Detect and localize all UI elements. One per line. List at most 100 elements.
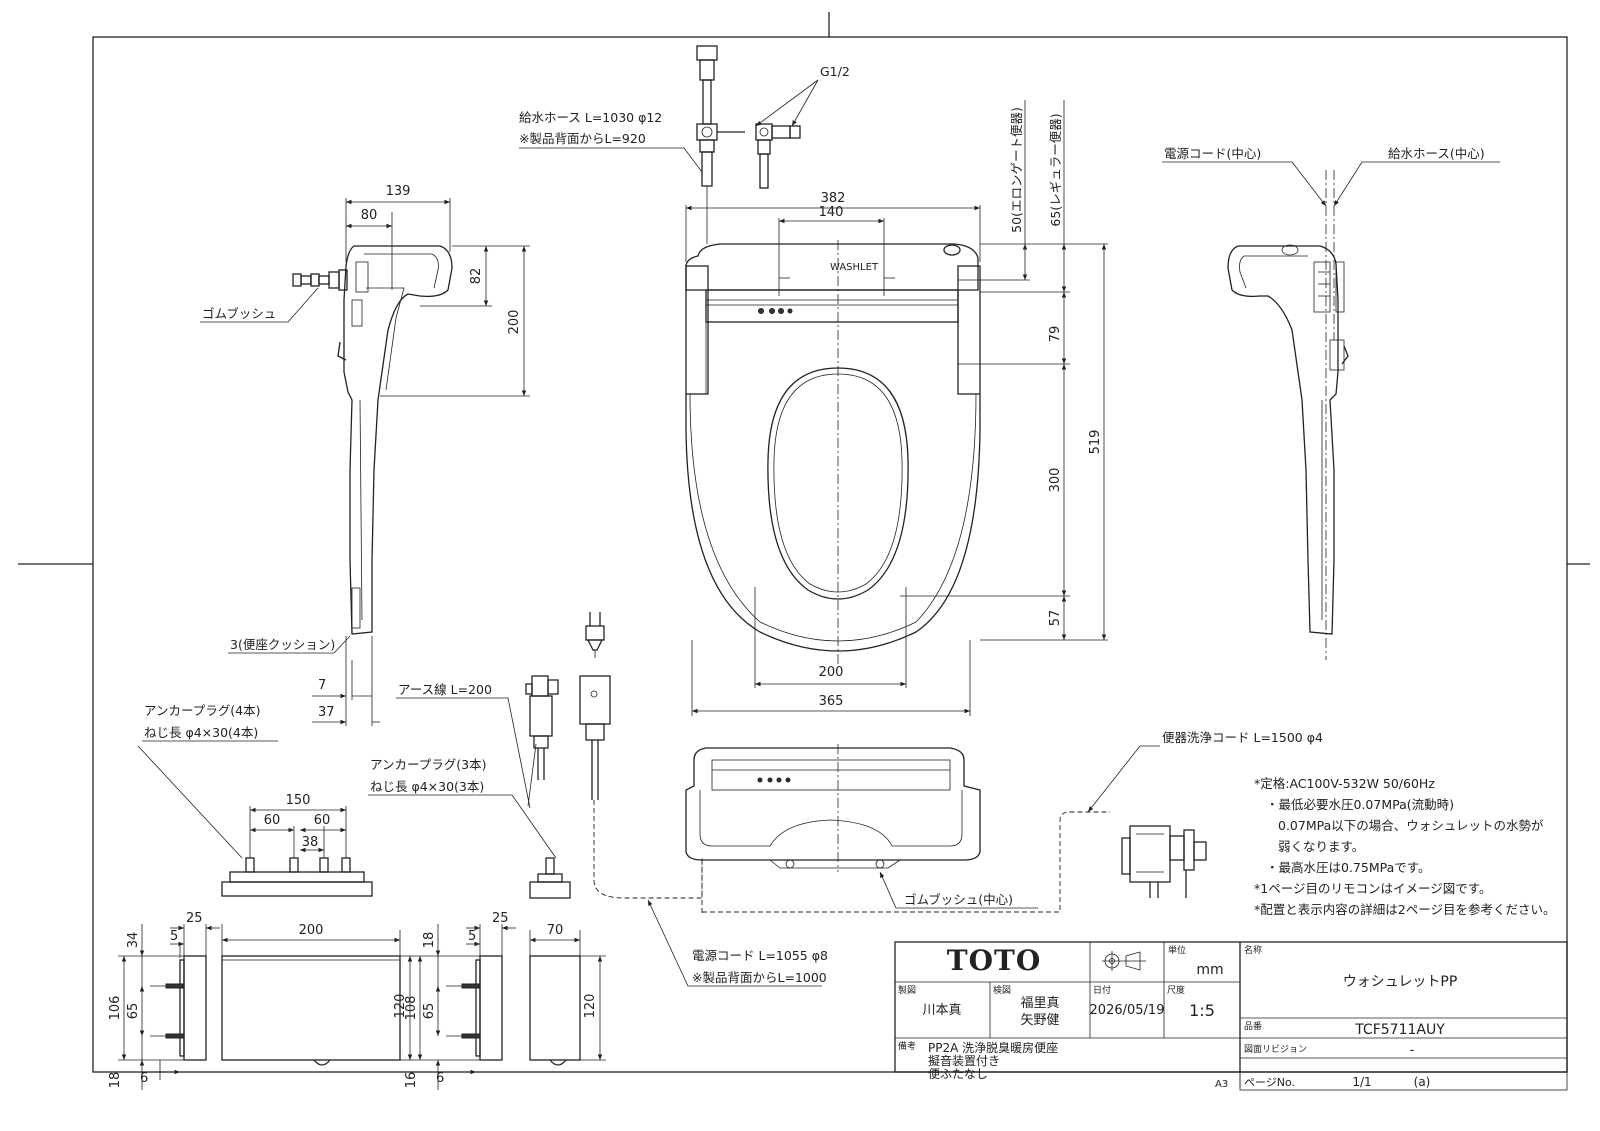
dim-65-b: 65 — [422, 1003, 437, 1020]
dim-16: 16 — [404, 1072, 419, 1089]
spec-note: *1ページ目のリモコンはイメージ図です。 — [1254, 881, 1491, 896]
label-anchor4-a: アンカープラグ(4本) — [144, 703, 260, 718]
spec-notes: *定格:AC100V-532W 50/60Hz ・最低必要水圧0.07MPa(流… — [1254, 776, 1555, 917]
label-elongated: 50(エロンゲート便器) — [1009, 107, 1024, 233]
page-value: 1/1 — [1352, 1075, 1371, 1089]
page-number-box — [1239, 1071, 1568, 1091]
label-rubber-bush-center: ゴムブッシュ(中心) — [904, 892, 1013, 907]
remarks-line-2: 擬音装置付き — [928, 1053, 1000, 1068]
remote-button — [769, 308, 775, 314]
dim-65-a: 65 — [126, 1003, 141, 1020]
label-anchor4-b: ねじ長 φ4×30(4本) — [144, 725, 258, 740]
product-name: ウォシュレットPP — [1343, 974, 1458, 990]
date-label: 日付 — [1093, 985, 1111, 996]
dim-5-b: 5 — [468, 929, 476, 944]
power-plugs: アース線 L=200 — [396, 612, 703, 899]
rubber-bush-fitting — [292, 269, 348, 291]
dim-25-b: 25 — [492, 911, 509, 926]
rear-view-seat: ゴムブッシュ(中心) — [685, 744, 1110, 916]
label-supply-hose: 給水ホース L=1030 φ12 — [519, 110, 662, 125]
washlet-logo: WASHLET — [830, 262, 879, 273]
spec-note: ・最高水圧は0.75MPaです。 — [1266, 860, 1431, 875]
front-view-seat: WASHLET — [685, 240, 981, 665]
checked-by-1: 福里真 — [1020, 996, 1059, 1011]
power-cord-callout: 電源コード L=1055 φ8 ※製品背面からL=1000 — [647, 899, 828, 987]
label-cushion: 3(便座クッション) — [230, 637, 335, 652]
dim-18-a: 18 — [108, 1072, 123, 1089]
title-block: TOTO 単位 mm 名称 ウォシュレットPP 製図 川本真 検図 福里真 矢野… — [894, 941, 1568, 1091]
supply-hose-callout: 給水ホース L=1030 φ12 ※製品背面からL=920 G1/2 — [519, 64, 850, 173]
remote-bracket-b: 25 5 70 108 18 65 16 6 120 — [404, 911, 606, 1090]
name-label: 名称 — [1244, 944, 1262, 956]
remote-button — [787, 308, 793, 314]
label-anchor3-b: ねじ長 φ4×30(3本) — [370, 779, 484, 794]
dim-200-bracket: 200 — [299, 923, 324, 938]
dim-200-side: 200 — [507, 310, 522, 335]
dim-60-b: 60 — [314, 813, 331, 828]
dim-70: 70 — [547, 923, 564, 938]
remarks-line-1: PP2A 洗浄脱臭暖房便座 — [928, 1040, 1058, 1055]
dim-57: 57 — [1048, 610, 1063, 627]
remarks-label: 備考 — [898, 1040, 916, 1052]
label-regular: 65(レギュラー便器) — [1048, 113, 1063, 226]
dim-6-a: 6 — [140, 1071, 148, 1086]
label-power-cord: 電源コード L=1055 φ8 — [692, 948, 828, 963]
label-hose-center: 給水ホース(中心) — [1388, 146, 1485, 161]
right-side-view: 電源コード(中心) 給水ホース(中心) — [1162, 146, 1500, 660]
checked-by-2: 矢野健 — [1020, 1013, 1059, 1028]
remarks-line-3: 便ふたなし — [928, 1067, 988, 1081]
drawn-label: 製図 — [898, 984, 916, 996]
label-power-cord-note: ※製品背面からL=1000 — [692, 970, 827, 985]
unit-value: mm — [1196, 962, 1223, 978]
remote-button — [776, 777, 782, 783]
checked-label: 検図 — [993, 984, 1011, 996]
dim-108: 108 — [404, 996, 419, 1021]
spec-note: 弱くなります。 — [1278, 839, 1364, 854]
remote-button — [778, 308, 784, 314]
projection-symbol-icon — [1102, 951, 1146, 971]
drawn-by: 川本真 — [922, 1003, 961, 1018]
date-value: 2026/05/19 — [1090, 1003, 1165, 1018]
sheet-frame — [18, 12, 1590, 1073]
remote-button — [767, 777, 773, 783]
dim-38: 38 — [302, 835, 319, 850]
label-flush-cord: 便器洗浄コード L=1500 φ4 — [1162, 730, 1323, 745]
dim-106: 106 — [108, 996, 123, 1021]
toto-logo: TOTO — [947, 944, 1041, 977]
dim-7: 7 — [318, 678, 326, 693]
flush-valve: 便器洗浄コード L=1500 φ4 — [1087, 730, 1323, 898]
unit-label: 単位 — [1168, 944, 1186, 956]
dim-200-seat: 200 — [819, 665, 844, 680]
dim-6-b: 6 — [436, 1071, 444, 1086]
dim-60-a: 60 — [264, 813, 281, 828]
dim-120-a: 120 — [393, 994, 408, 1019]
dim-34: 34 — [126, 932, 141, 949]
dim-365: 365 — [819, 694, 844, 709]
dim-79: 79 — [1048, 326, 1063, 343]
anchor-plugs-4: アンカープラグ(4本) ねじ長 φ4×30(4本) 150 60 60 38 — [137, 703, 373, 897]
label-power-cord-center: 電源コード(中心) — [1164, 146, 1261, 161]
remote-bracket-a: 25 5 200 106 34 65 18 6 120 — [108, 911, 414, 1090]
dim-382: 382 — [821, 191, 846, 206]
dim-82: 82 — [469, 268, 484, 285]
supply-valve — [696, 45, 801, 244]
dim-140: 140 — [819, 205, 844, 220]
scale-value: 1:5 — [1189, 1001, 1215, 1020]
revision-label: 図面リビジョン — [1244, 1044, 1307, 1055]
label-earth-wire: アース線 L=200 — [398, 682, 492, 697]
dim-80: 80 — [361, 208, 378, 223]
dim-150: 150 — [286, 793, 311, 808]
dim-139: 139 — [386, 184, 411, 199]
label-anchor3-a: アンカープラグ(3本) — [370, 757, 486, 772]
page-label: ページNo. — [1244, 1076, 1295, 1089]
dim-25-a: 25 — [186, 911, 203, 926]
spec-note: *配置と表示内容の詳細は2ページ目を参考ください。 — [1254, 902, 1555, 917]
left-side-view: ゴムブッシュ 139 80 82 200 3(便座クッション) 7 37 — [200, 184, 530, 726]
remote-button — [758, 308, 764, 314]
part-label: 品番 — [1244, 1020, 1262, 1032]
page-code: (a) — [1414, 1075, 1431, 1089]
sheet-size: A3 — [1215, 1079, 1228, 1090]
label-supply-hose-note: ※製品背面からL=920 — [519, 131, 646, 146]
dim-37: 37 — [318, 705, 335, 720]
dim-18-b: 18 — [422, 932, 437, 949]
